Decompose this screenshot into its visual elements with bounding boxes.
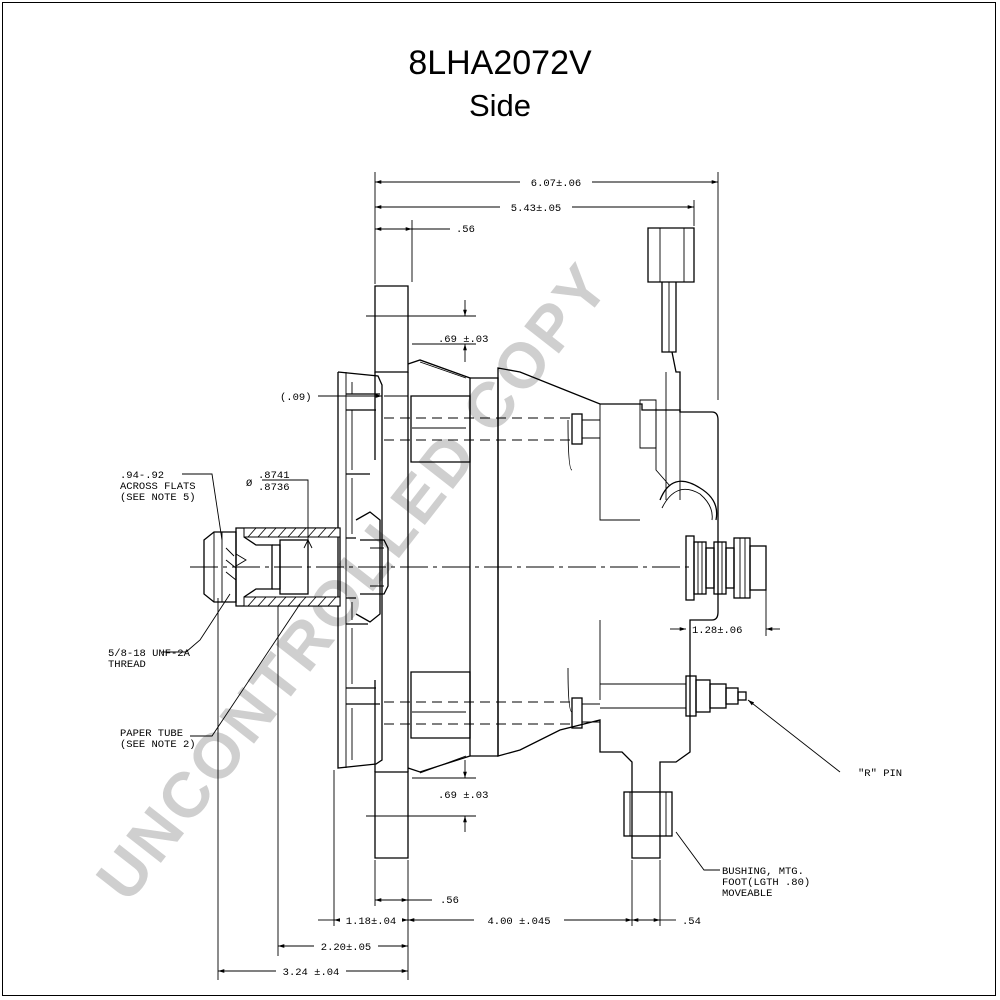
dim-nut-to-flange: 3.24 ±.04 [283, 967, 340, 979]
mounting-bushing [623, 791, 673, 837]
drawing-subtitle: Side [468, 88, 532, 123]
label-across-flats-note: (SEE NOTE 5) [120, 492, 196, 504]
watermark-text: UNCONTROLLED COPY [82, 249, 623, 913]
label-across-flats: ACROSS FLATS [120, 481, 196, 493]
alternator-outline [190, 227, 767, 859]
dim-flange-to-foot: 4.00 ±.045 [487, 916, 550, 928]
wire-loop [659, 480, 718, 521]
label-paper-tube-note: (SEE NOTE 2) [120, 739, 196, 751]
dim-ear-offset-top: .69 ±.03 [438, 334, 488, 346]
front-housing [374, 285, 471, 859]
rear-housing [497, 367, 719, 859]
dim-overall-length: 6.07±.06 [531, 178, 581, 190]
callouts: .94-.92 ACROSS FLATS (SEE NOTE 5) 5/8-18… [108, 470, 902, 900]
dim-foot-width: .54 [682, 916, 701, 928]
label-paper-tube: PAPER TUBE [120, 728, 183, 740]
label-across-flats-value: .94-.92 [120, 470, 164, 482]
label-r-pin: "R" PIN [858, 768, 902, 780]
dim-bore-upper: .8741 [258, 470, 290, 482]
dim-gap: (.09) [280, 392, 312, 404]
dim-flange-thickness-bottom: .56 [440, 895, 459, 907]
dim-terminal-offset: 1.28±.06 [692, 625, 742, 637]
drawing-title: 8LHA2072V [408, 44, 592, 82]
dim-flange-thickness-top: .56 [456, 224, 475, 236]
connector-plug [647, 227, 695, 500]
dim-ear-offset-bottom: .69 ±.03 [438, 790, 488, 802]
label-bushing-moveable: MOVEABLE [722, 888, 772, 900]
dim-front-to-flange: 1.18±.04 [346, 916, 396, 928]
shaft-assembly [203, 527, 341, 607]
label-thread-spec: 5/8-18 UNF-2A [108, 648, 191, 660]
dim-diameter-symbol: Ø [246, 478, 252, 490]
r-pin-terminal [600, 675, 747, 717]
fan-pulley [337, 371, 389, 769]
dimension-lines: 6.07±.06 5.43±.05 .56 .69 ±.03 (.09) Ø .… [217, 172, 780, 980]
output-terminal [685, 535, 767, 601]
label-thread: THREAD [108, 659, 146, 671]
dim-tube-to-flange: 2.20±.05 [321, 942, 371, 954]
dim-bore-lower: .8736 [258, 482, 290, 494]
through-bolts [384, 413, 600, 729]
dim-body-length: 5.43±.05 [511, 203, 561, 215]
label-bushing-length: FOOT(LGTH .80) [722, 877, 810, 889]
label-bushing: BUSHING, MTG. [722, 866, 804, 878]
